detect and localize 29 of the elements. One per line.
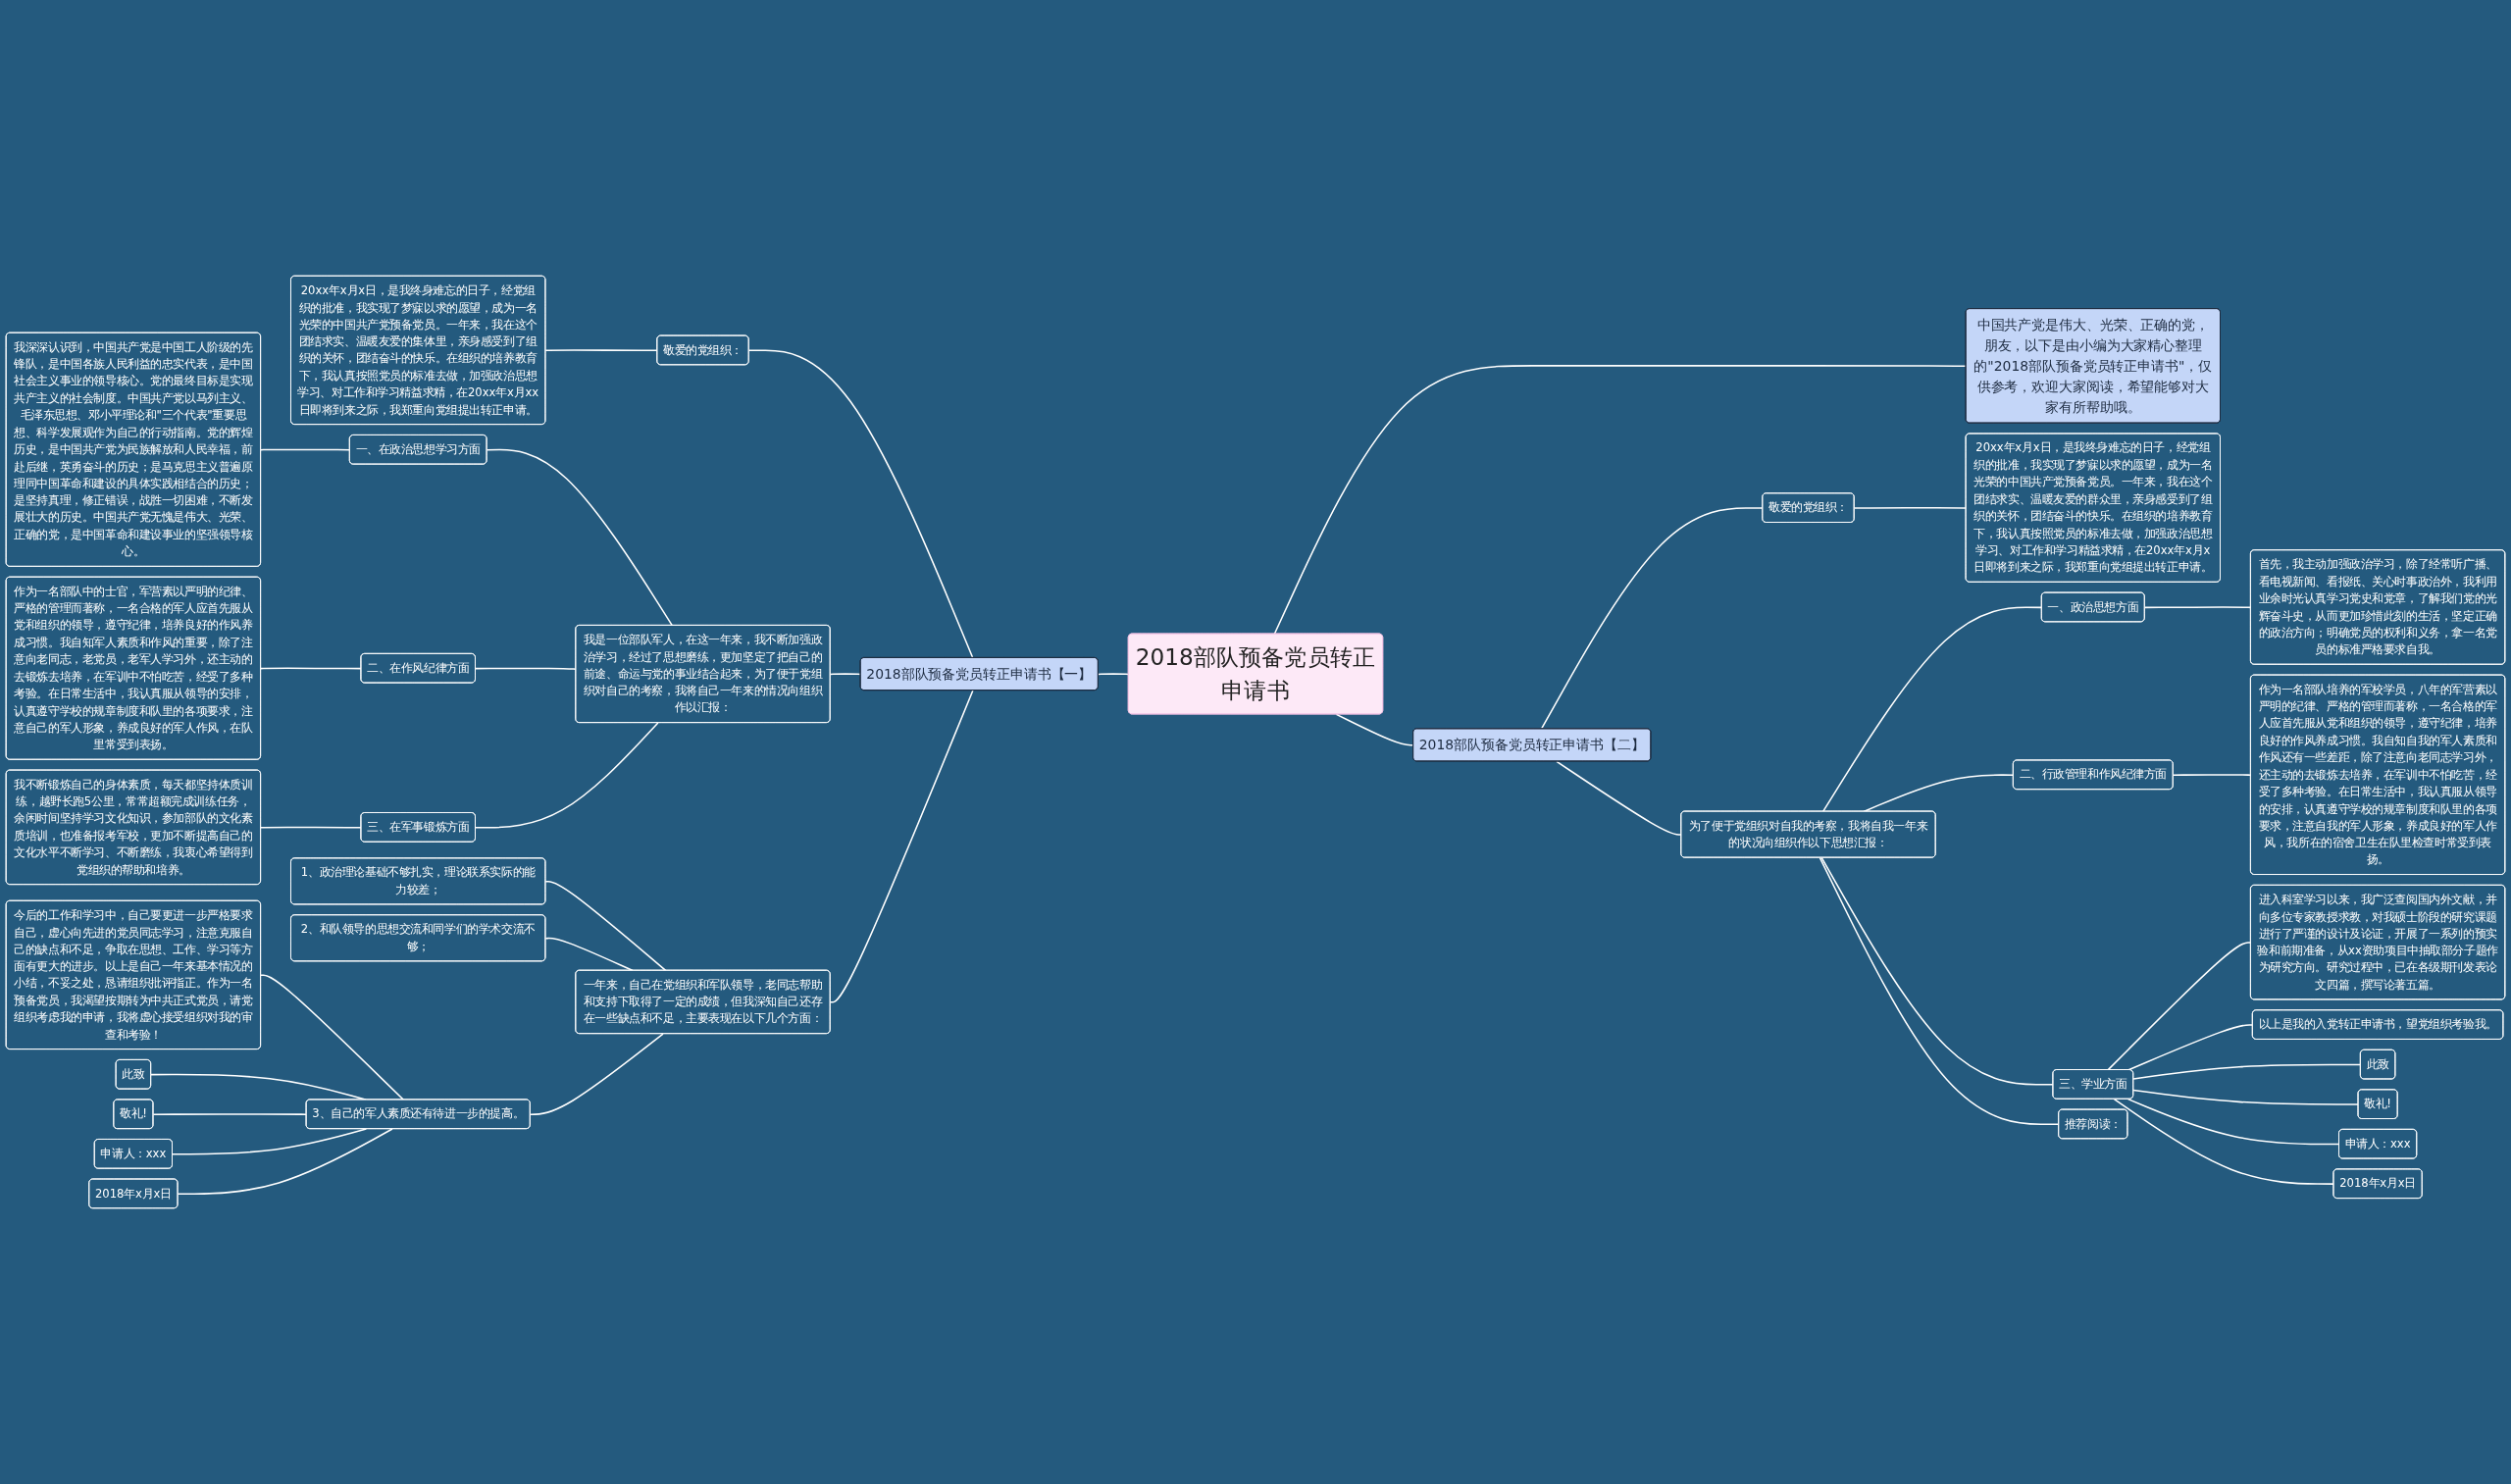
- connector: [260, 448, 351, 451]
- connector: [1540, 507, 1764, 730]
- connector: [829, 690, 974, 1003]
- connector: [1853, 507, 1968, 509]
- connector: [544, 937, 634, 972]
- connector: [2127, 1024, 2254, 1071]
- connector: [544, 880, 667, 972]
- connector: [1556, 760, 1682, 836]
- connector: [2107, 942, 2252, 1071]
- connector: [152, 1113, 308, 1115]
- connector: [475, 722, 659, 829]
- connector: [2132, 1089, 2360, 1105]
- connector: [2127, 1098, 2340, 1146]
- connector: [2143, 606, 2252, 609]
- connector: [529, 1033, 664, 1115]
- connector: [1819, 856, 2060, 1126]
- connector: [177, 1128, 393, 1195]
- connector: [2172, 774, 2252, 776]
- connector: [544, 349, 658, 352]
- connector: [747, 349, 974, 659]
- connector: [829, 673, 862, 676]
- connector: [1821, 606, 2043, 813]
- connector: [1098, 673, 1130, 676]
- connector: [172, 1128, 368, 1155]
- connector: [2132, 1063, 2362, 1080]
- connector: [1335, 713, 1414, 746]
- connector: [1273, 365, 1968, 636]
- connector: [475, 667, 577, 670]
- connector: [486, 448, 674, 627]
